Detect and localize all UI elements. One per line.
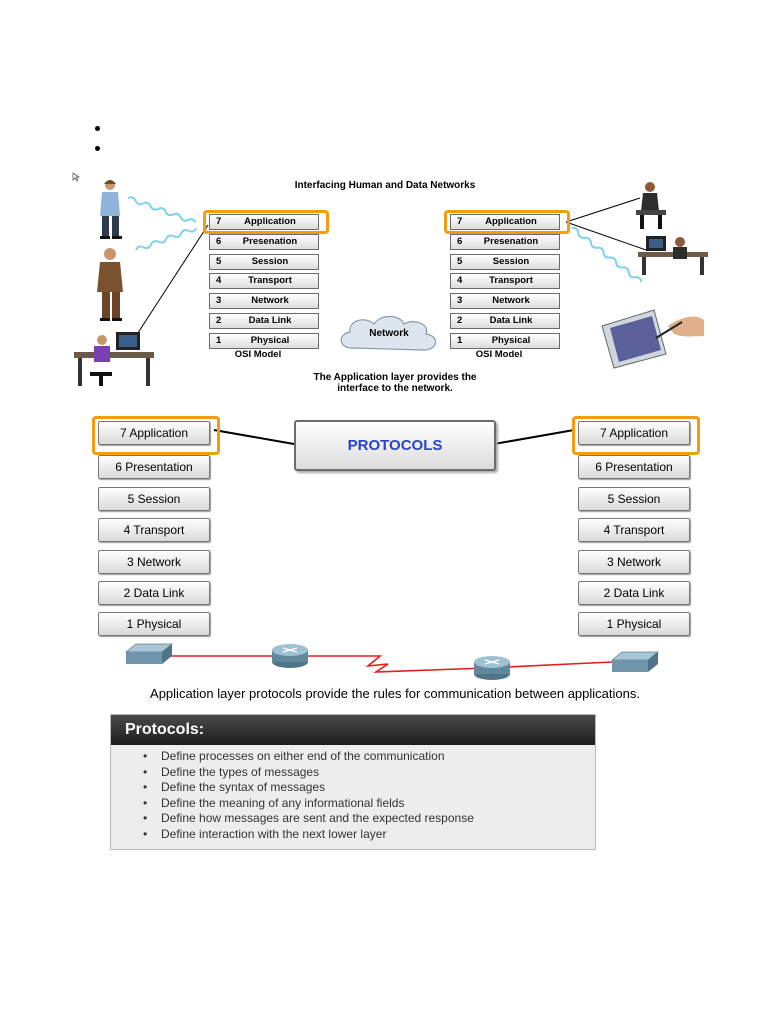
network-cloud-icon (340, 315, 437, 351)
list-item: Define the syntax of messages (143, 780, 474, 796)
application-highlight-left (203, 210, 329, 234)
bullet-point-1 (95, 126, 100, 131)
layer-left-7: 7 Application (98, 421, 210, 445)
protocols-box: PROTOCOLS (294, 420, 496, 471)
layer-left-5: 5 Session (98, 487, 210, 511)
layer-left-4: 4 Transport (98, 518, 210, 542)
router-right-icon (474, 656, 510, 680)
wireless-signal-right (571, 226, 643, 283)
link-protocols-to-app-right (493, 429, 575, 445)
person-at-computer-right-icon (638, 236, 708, 275)
protocols-list: Define processes on either end of the co… (143, 749, 474, 842)
list-item: Define processes on either end of the co… (143, 749, 474, 765)
tablet-with-stylus-icon (601, 309, 704, 369)
list-item: Define the meaning of any informational … (143, 796, 474, 812)
figure1-connections (127, 196, 647, 343)
list-item: Define interaction with the next lower l… (143, 827, 474, 843)
application-highlight-right (444, 210, 570, 234)
wireless-signal-left-2 (135, 227, 198, 251)
figure1-title: Interfacing Human and Data Networks (294, 180, 476, 191)
layer-left-3: 3 Network (98, 550, 210, 574)
bullet-point-2 (95, 146, 100, 151)
switch-right-icon (610, 651, 660, 672)
layer-right-1: 1 Physical (578, 612, 690, 636)
figure1-caption: The Application layer provides the inter… (313, 372, 477, 394)
person-standing-man-icon (97, 248, 123, 321)
layer-right-3: 3 Network (578, 550, 690, 574)
switch-left-icon (124, 643, 174, 664)
person-at-computer-left-icon (74, 332, 154, 386)
protocols-panel-header: Protocols: (111, 715, 595, 745)
wire-right-1 (565, 197, 641, 223)
network-link (170, 655, 613, 673)
layer-right-5: 5 Session (578, 487, 690, 511)
person-sitting-woman-icon (636, 182, 666, 229)
wireless-signal-left-1 (127, 196, 197, 224)
layer-right-2: 2 Data Link (578, 581, 690, 605)
osi-model-label-right: OSI Model (475, 349, 523, 360)
network-cloud-label: Network (369, 328, 409, 339)
protocols-panel-title: Protocols: (125, 721, 205, 738)
link-app-left-to-protocols (213, 429, 295, 445)
application-highlight-left-large (92, 416, 220, 455)
router-left-icon (272, 644, 308, 668)
layer-right-6: 6 Presentation (578, 455, 690, 479)
cursor-icon (72, 172, 80, 182)
layer-left-6: 6 Presentation (98, 455, 210, 479)
osi-model-label-left: OSI Model (234, 349, 282, 360)
layer-right-4: 4 Transport (578, 518, 690, 542)
protocols-panel: Protocols: Define processes on either en… (110, 714, 596, 850)
protocols-label: PROTOCOLS (347, 437, 443, 454)
figure2-caption: Application layer protocols provide the … (150, 686, 640, 701)
layer-right-7: 7 Application (578, 421, 690, 445)
wire-left-computer (131, 224, 209, 343)
layer-left-2: 2 Data Link (98, 581, 210, 605)
person-standing-woman-icon (100, 180, 122, 239)
figure-protocols-diagram: 7 Application 6 Presentation 5 Session 4… (0, 400, 768, 710)
wire-right-2 (565, 221, 647, 251)
layer-left-1: 1 Physical (98, 612, 210, 636)
list-item: Define how messages are sent and the exp… (143, 811, 474, 827)
application-highlight-right-large (572, 416, 700, 455)
list-item: Define the types of messages (143, 765, 474, 781)
